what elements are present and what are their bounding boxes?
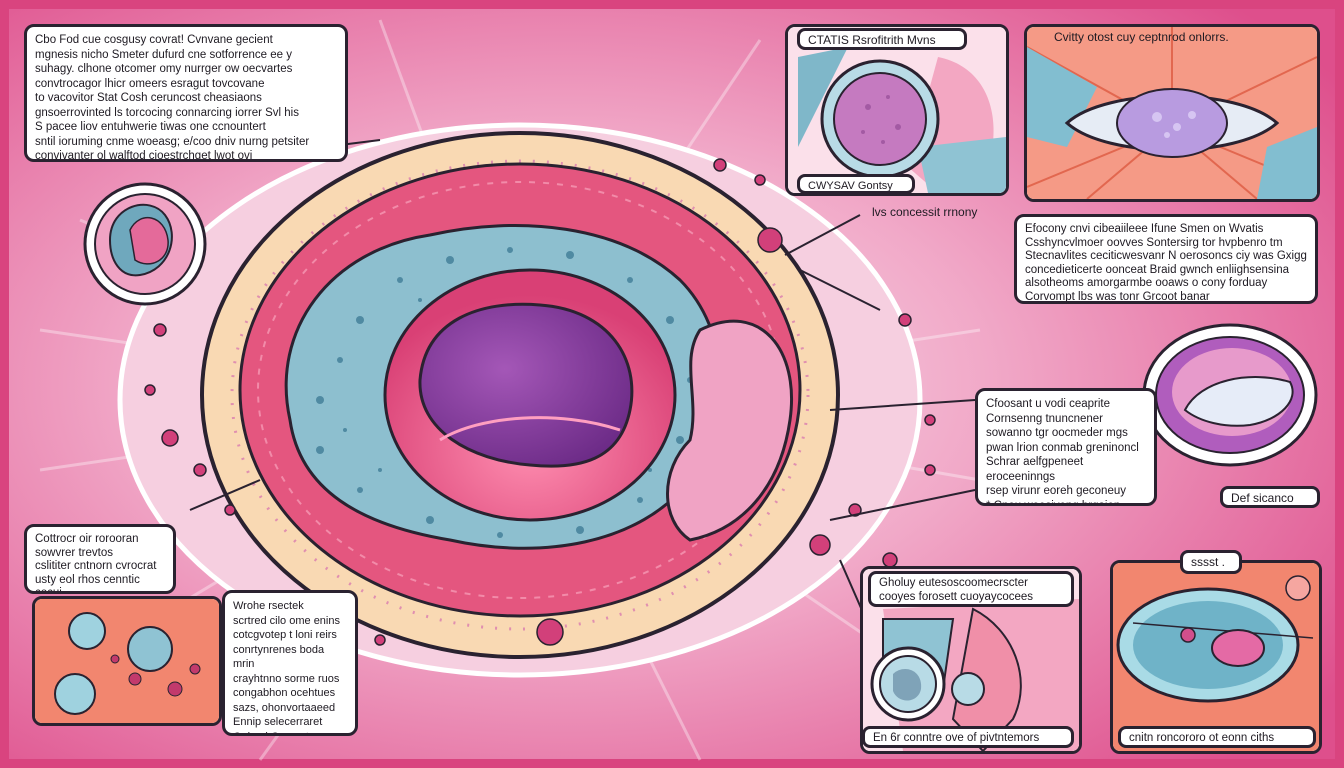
balloon-icon <box>1113 563 1319 751</box>
panel-top-center <box>785 24 1009 196</box>
panel-top-right <box>1024 24 1320 202</box>
callout-bottom-left-header: Cottrocr oir rorooran sowvrer trevtos cs… <box>24 524 176 594</box>
label-mid-top: lvs concessit rrnony <box>872 205 978 219</box>
blood-cell-panel <box>35 599 219 723</box>
callout-right-top: Efocony cnvi cibeaiileee Ifune Smen on W… <box>1014 214 1318 304</box>
panel-bottom-right <box>1110 560 1322 754</box>
panel-tc-title: CTATIS Rsrofitrith Mvns <box>797 28 967 50</box>
cell-icon <box>788 27 1006 193</box>
lumen-icon <box>1027 27 1317 199</box>
callout-bottom-mid: Wrohe rsectek scrtred cilo ome enins cot… <box>222 590 358 736</box>
caption-bottom-right: cnitn roncororo ot eonn ciths <box>1118 726 1316 748</box>
lumen-edge-highlight <box>439 416 621 442</box>
panel-bottom-left <box>32 596 222 726</box>
plaque-pores <box>316 247 693 538</box>
callout-bottom-right-header: Gholuy eutesoscoomecrscter cooyes forose… <box>868 571 1074 607</box>
callout-top-left: Cbo Fod cue cosgusy covrat! Cvnvane geci… <box>24 24 348 162</box>
ring-dots <box>230 159 810 631</box>
panel-tc-caption: CWYSAV Gontsy <box>797 174 915 194</box>
panel-tr-title: Cvitty otost cuy ceptnrod onlorrs. <box>1054 30 1229 44</box>
caption-bottom-center: En 6r conntre ove of pivtntemors <box>862 726 1074 748</box>
droplet-icon <box>1142 323 1318 467</box>
inflamed-tissue <box>666 319 793 542</box>
callout-center-right: Cfoosant u vodi ceaprite Cornsenng tnunc… <box>975 388 1157 506</box>
label-sssst: sssst . <box>1180 550 1242 574</box>
label-del-sicanco: Def sicanco <box>1220 486 1320 508</box>
